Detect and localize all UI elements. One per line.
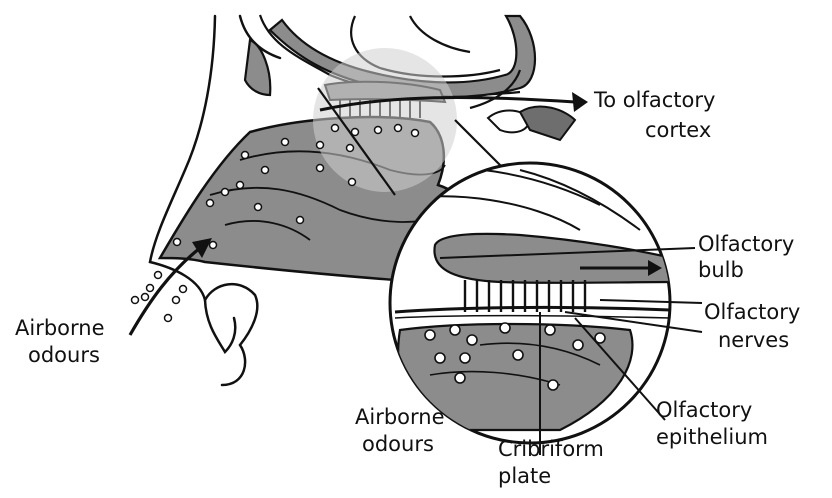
label-airborne-left-line2: odours	[28, 343, 100, 368]
right-bone-piece	[520, 107, 575, 140]
label-nerves-line2: nerves	[718, 328, 789, 353]
zoom-region-highlight	[313, 48, 457, 192]
label-nerves-line1: Olfactory	[704, 300, 800, 325]
frontal-sinus	[245, 40, 270, 95]
label-airborne-center-line2: odours	[362, 432, 434, 457]
label-epithelium-line1: Olfactory	[656, 398, 752, 423]
label-bulb-line2: bulb	[698, 258, 744, 283]
label-bulb-line1: Olfactory	[698, 232, 794, 257]
label-to-cortex-line2: cortex	[645, 118, 711, 143]
label-airborne-center-line1: Airborne	[355, 405, 445, 430]
label-cribriform-line2: plate	[498, 464, 551, 489]
airborne-arrow	[130, 248, 200, 335]
label-to-cortex-line1: To olfactory	[594, 88, 715, 113]
label-epithelium-line2: epithelium	[656, 425, 768, 450]
label-cribriform-line1: Cribriform	[498, 437, 604, 462]
label-airborne-left-line1: Airborne	[15, 316, 105, 341]
cortex-arrow-head	[572, 92, 588, 112]
